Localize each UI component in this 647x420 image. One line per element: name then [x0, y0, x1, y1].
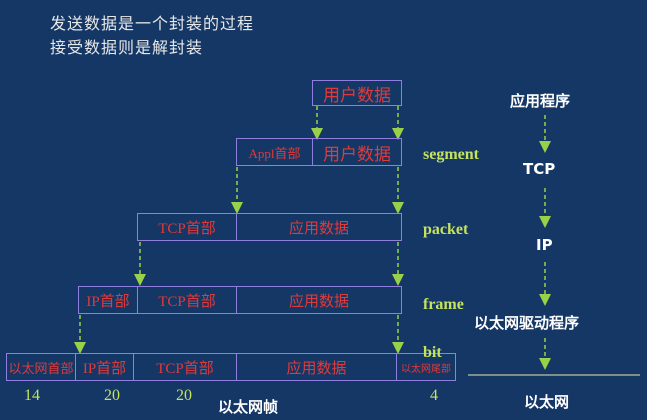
stack-ethernet: 以太网: [524, 393, 570, 411]
r5-app-data: 应用数据: [236, 353, 397, 381]
stack-application: 应用程序: [510, 92, 571, 110]
stack-tcp: TCP: [523, 160, 556, 178]
layer-label-packet: packet: [423, 221, 469, 238]
r3-tcp-header: TCP首部: [137, 213, 237, 241]
r4-tcp-header: TCP首部: [137, 286, 237, 314]
size-tcp-header: 20: [176, 387, 192, 404]
stack-driver: 以太网驱动程序: [474, 314, 580, 332]
frame-caption: 以太网帧: [218, 398, 279, 416]
size-eth-trailer: 4: [430, 387, 438, 404]
size-eth-header: 14: [24, 387, 40, 404]
r5-eth-header: 以太网首部: [6, 353, 76, 381]
r4-app-data: 应用数据: [236, 286, 402, 314]
r5-tcp-header: TCP首部: [133, 353, 237, 381]
r4-ip-header: IP首部: [78, 286, 138, 314]
stack-ip: IP: [536, 236, 553, 254]
r5-eth-trailer: 以太网尾部: [396, 353, 456, 381]
layer-label-segment: segment: [423, 146, 479, 163]
layer-label-bit: bit: [423, 344, 442, 361]
title-line-1: 发送数据是一个封装的过程: [50, 14, 255, 33]
size-ip-header: 20: [104, 387, 120, 404]
layer-label-frame: frame: [423, 296, 464, 313]
r1-user-data: 用户数据: [312, 80, 402, 106]
r2-user-data: 用户数据: [312, 138, 402, 166]
r3-app-data: 应用数据: [236, 213, 402, 241]
title-line-2: 接受数据则是解封装: [50, 38, 204, 57]
r2-appl-header: Appl首部: [236, 138, 313, 166]
r5-ip-header: IP首部: [75, 353, 134, 381]
